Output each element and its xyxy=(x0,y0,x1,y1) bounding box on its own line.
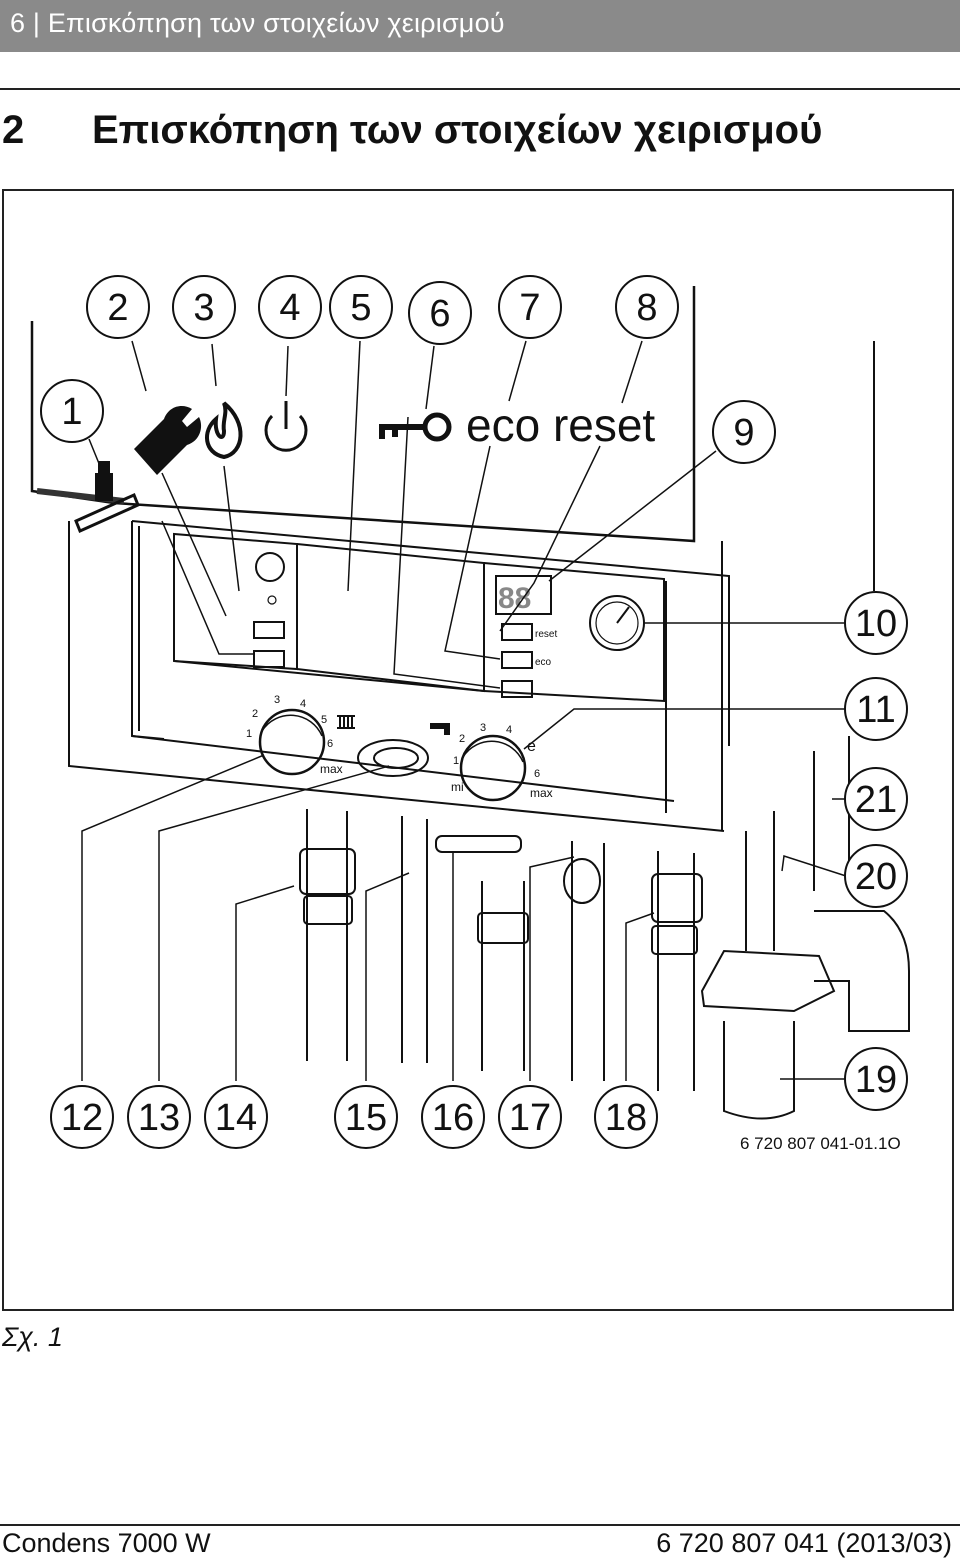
flame-icon xyxy=(205,401,243,460)
callout-13: 13 xyxy=(138,1097,180,1139)
key-icon xyxy=(379,412,452,442)
footer-doc-id: 6 720 807 041 (2013/03) xyxy=(656,1528,952,1558)
section-number: 2 xyxy=(2,108,25,152)
panel-label-eco: eco xyxy=(535,657,552,668)
right-dial-tick-6: 6 xyxy=(534,768,540,780)
right-dial-tick-4: 4 xyxy=(506,724,512,736)
callout-14: 14 xyxy=(215,1097,257,1139)
left-dial-tick-3: 3 xyxy=(274,694,280,706)
footer-rule xyxy=(0,1524,960,1526)
left-dial-tick-5: 5 xyxy=(321,714,327,726)
panel-label-reset: reset xyxy=(535,629,557,640)
callout-11: 11 xyxy=(856,689,895,731)
tap-icon xyxy=(430,723,450,735)
left-dial-tick-4: 4 xyxy=(300,698,306,710)
figure-caption: Σχ. 1 xyxy=(2,1322,63,1352)
header-bar: 6 | Επισκόπηση των στοιχείων χειρισμού xyxy=(0,0,960,52)
callout-3: 3 xyxy=(193,287,214,329)
callout-16: 16 xyxy=(432,1097,474,1139)
header-text: 6 | Επισκόπηση των στοιχείων χειρισμού xyxy=(10,8,505,38)
wrench-icon xyxy=(134,406,202,475)
power-icon xyxy=(264,401,308,452)
radiator-icon xyxy=(337,715,355,729)
figure-reference: 6 720 807 041-01.1O xyxy=(740,1134,901,1153)
right-dial-tick-1: 1 xyxy=(453,755,459,767)
callout-2: 2 xyxy=(107,287,128,329)
callout-4: 4 xyxy=(279,287,300,329)
callout-21: 21 xyxy=(855,779,897,821)
figure-frame: eco reset reset eco 88 max max mi e 1 2 … xyxy=(2,189,954,1311)
right-dial-tick-2: 2 xyxy=(459,733,465,745)
right-dial-tick-3: 3 xyxy=(480,722,486,734)
callout-18: 18 xyxy=(605,1097,647,1139)
chimney-sweep-icon xyxy=(74,461,140,534)
callout-5: 5 xyxy=(350,287,371,329)
right-dial-min: mi xyxy=(451,780,464,794)
right-dial-max: max xyxy=(530,786,553,800)
callout-19: 19 xyxy=(855,1059,897,1101)
footer-product: Condens 7000 W xyxy=(2,1528,211,1558)
callout-17: 17 xyxy=(509,1097,551,1139)
callout-7: 7 xyxy=(519,287,540,329)
callout-9: 9 xyxy=(733,412,754,454)
callout-10: 10 xyxy=(855,603,897,645)
boiler-diagram: eco reset reset eco 88 max max mi e 1 2 … xyxy=(30,275,910,1153)
callout-6: 6 xyxy=(429,293,450,335)
section-rule xyxy=(0,88,960,90)
left-dial-tick-1: 1 xyxy=(246,728,252,740)
callout-1: 1 xyxy=(61,391,82,433)
section-title: Επισκόπηση των στοιχείων χειρισμού xyxy=(92,108,823,152)
left-dial-tick-2: 2 xyxy=(252,708,258,720)
eco-reset-label: eco reset xyxy=(466,399,655,451)
left-dial-max: max xyxy=(320,762,343,776)
callout-12: 12 xyxy=(61,1097,103,1139)
callout-15: 15 xyxy=(345,1097,387,1139)
callout-8: 8 xyxy=(636,287,657,329)
left-dial-tick-6: 6 xyxy=(327,738,333,750)
callout-20: 20 xyxy=(855,856,897,898)
right-dial-e: e xyxy=(527,738,536,755)
